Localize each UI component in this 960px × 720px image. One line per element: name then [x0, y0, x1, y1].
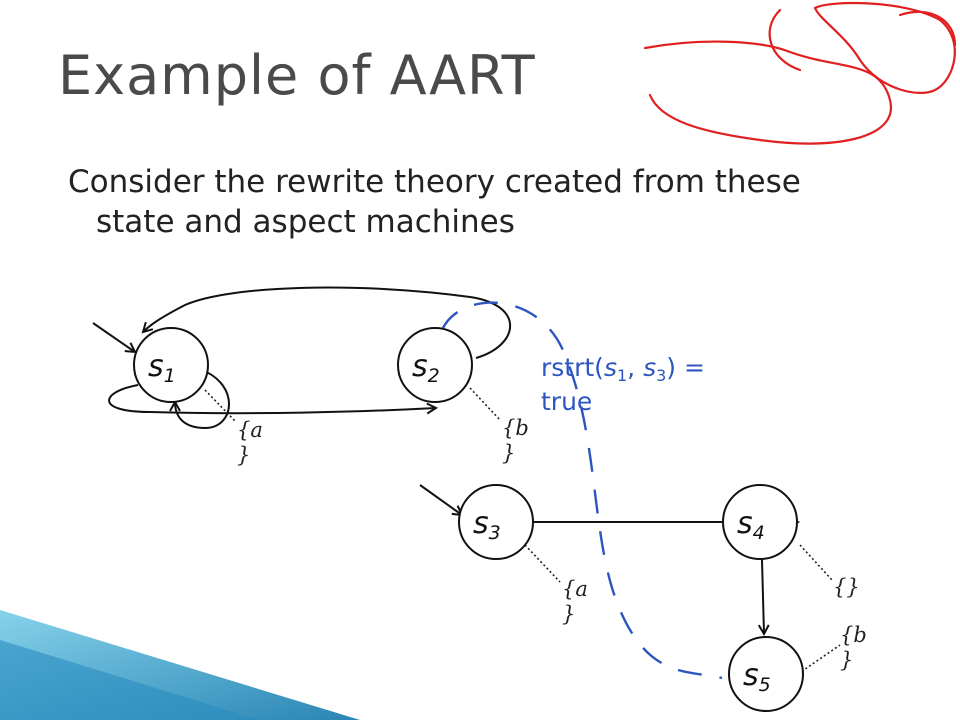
prop-s5-line2: } [840, 648, 853, 672]
transition-s4-to-s5 [762, 559, 764, 634]
state-s1 [133, 327, 209, 403]
state-s4-label: s4 [737, 506, 765, 544]
bullet-text: Consider the rewrite theory created from… [68, 162, 918, 242]
state-s5 [728, 636, 804, 712]
prop-s5-line1: {b [840, 623, 867, 647]
state-s4 [722, 484, 798, 560]
state-s1-label: s1 [148, 349, 176, 387]
prop-s4-line1: {} [833, 575, 860, 599]
state-s5-label: s5 [743, 658, 771, 696]
red-scribble-annotation [643, 1, 957, 145]
initial-arrow-s3 [419, 484, 462, 515]
transition-s2-to-s1 [143, 286, 512, 359]
slide-title: Example of AART [58, 44, 536, 107]
prop-s3-line1: {a [562, 577, 588, 601]
rstrt-value: true [541, 387, 592, 416]
rstrt-expression: rstrt(s1, s3) = [541, 353, 705, 385]
prop-s1-line2: } [237, 443, 250, 467]
state-s2-label: s2 [412, 349, 440, 387]
initial-arrow-s1 [92, 322, 135, 352]
corner-decoration [0, 610, 360, 720]
bullet-line-2: state and aspect machines [96, 204, 515, 240]
state-s3 [458, 484, 534, 560]
state-s2 [397, 327, 473, 403]
self-loop-s1 [175, 369, 230, 430]
bullet-line-1: Consider the rewrite theory created from… [68, 164, 801, 200]
state-s3-label: s3 [473, 506, 501, 544]
transition-s1-to-s2 [108, 384, 436, 413]
prop-s3-line2: } [562, 602, 575, 626]
property-connectors [204, 387, 841, 675]
prop-s2-line2: } [502, 441, 515, 465]
prop-s2-line1: {b [502, 416, 529, 440]
prop-s1-line1: {a [237, 418, 263, 442]
